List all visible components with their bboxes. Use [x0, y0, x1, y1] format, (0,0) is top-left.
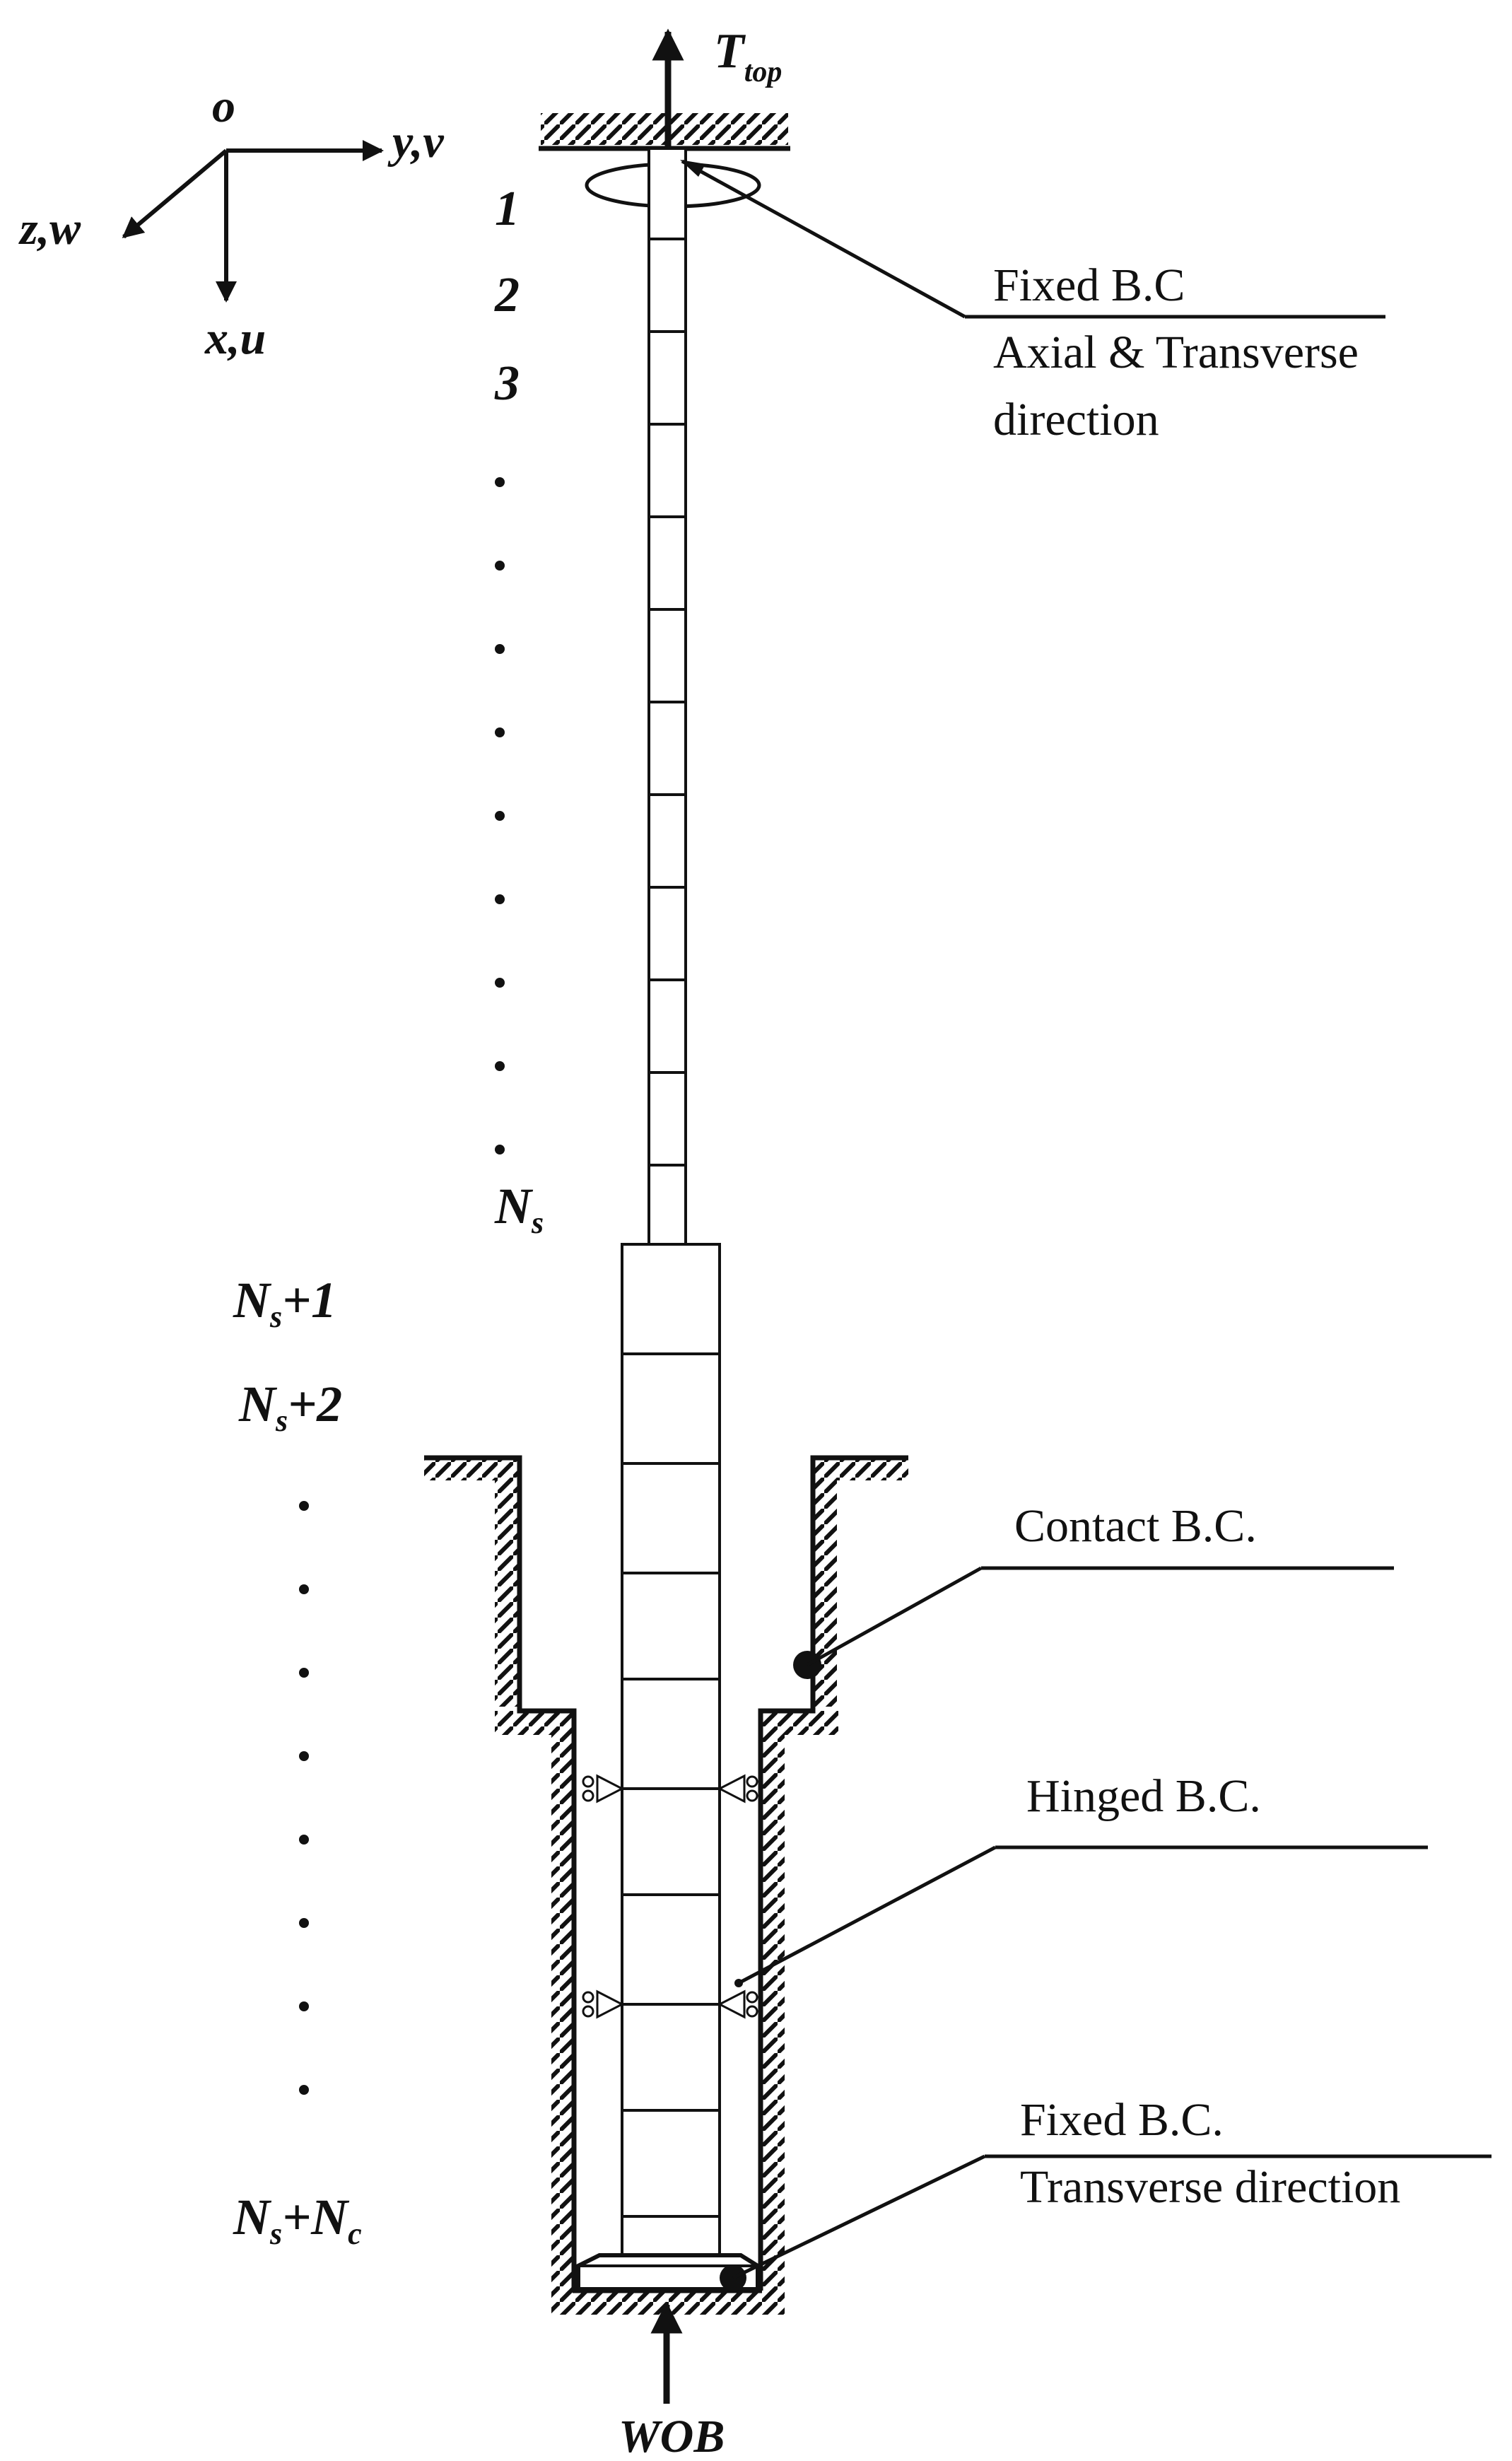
drill-collar-segments: [622, 1352, 720, 2218]
torque-label: Ttop: [714, 24, 782, 88]
drill-collars: [621, 1243, 721, 2257]
drill-bit: [576, 2253, 760, 2291]
hinged-bc-callout: Hinged B.C.: [734, 1770, 1428, 1987]
hinged-bc-text: Hinged B.C.: [1026, 1770, 1261, 1822]
left-surface-hatch: [424, 1456, 520, 1480]
collar-label-ns-plus-2: Ns+2: [238, 1376, 342, 1438]
ellipsis-dot: [495, 1145, 505, 1154]
pipe-ellipsis: [495, 477, 505, 1154]
ellipsis-dot: [495, 1061, 505, 1071]
hinge-support-icon: [717, 1774, 746, 1804]
hinge-roller-icon: [582, 2005, 594, 2018]
left-upper-wall-hatch: [495, 1480, 519, 1707]
bottom-bc-text-line2: Transverse direction: [1020, 2161, 1400, 2213]
top-support-hatch: [541, 113, 788, 145]
hinge-roller-icon: [746, 1789, 758, 1802]
hinge-support-icon: [596, 1989, 625, 2019]
collar-label-ns-plus-1: Ns+1: [233, 1272, 336, 1334]
hinge-roller-icon: [582, 1991, 594, 2004]
wob-label: WOB: [619, 2411, 725, 2461]
contact-bc-leader: [806, 1566, 983, 1667]
ellipsis-dot: [495, 727, 505, 737]
ellipsis-dot: [495, 644, 505, 654]
top-bc-leader: [681, 159, 966, 319]
ellipsis-dot: [495, 978, 505, 988]
right-wall-outline: [758, 1455, 908, 2291]
top-bc-leader-arrowhead: [680, 160, 705, 177]
hinge-roller-icon: [746, 1775, 758, 1788]
hinge-roller-icon: [746, 1991, 758, 2004]
bottom-bc-leader: [732, 2154, 986, 2280]
ellipsis-dot: [299, 1918, 309, 1928]
ellipsis-dot: [299, 1751, 309, 1761]
origin-label: o: [212, 81, 235, 132]
hinged-supports: [582, 1774, 758, 2019]
segment-label-ns: Ns: [494, 1178, 544, 1240]
hinge-roller-icon: [582, 1789, 594, 1802]
x-axis-label: x,u: [204, 312, 266, 364]
ellipsis-dot: [299, 1835, 309, 1845]
right-lower-wall-hatch: [761, 1735, 785, 2293]
z-axis-label: z,w: [18, 203, 81, 255]
segment-label-2: 2: [494, 268, 520, 322]
bottom-bc-text-line1: Fixed B.C.: [1020, 2094, 1224, 2146]
top-bc-text-line3: direction: [993, 394, 1159, 445]
ellipsis-dot: [299, 2001, 309, 2011]
drill-pipe: [647, 147, 687, 1246]
ellipsis-dot: [495, 894, 505, 904]
ellipsis-dot: [495, 477, 505, 487]
ellipsis-dot: [299, 1501, 309, 1511]
hinge-roller-icon: [582, 1775, 594, 1788]
top-bc-text-line1: Fixed B.C: [993, 259, 1185, 311]
hinge-support-icon: [596, 1774, 625, 1804]
hinge-support-icon: [717, 1989, 746, 2019]
weight-on-bit: WOB: [619, 2301, 725, 2461]
segment-labels: 1 2 3 Ns Ns+1 Ns+2 Ns+Nc: [233, 182, 544, 2251]
y-axis-label: y,v: [387, 116, 444, 168]
hinged-bc-leader: [737, 1845, 997, 1985]
top-bc-text-line2: Axial & Transverse: [993, 327, 1359, 378]
bottom-bc-callout: Fixed B.C. Transverse direction: [732, 2094, 1492, 2280]
hinge-roller-icon: [746, 2005, 758, 2018]
drill-pipe-segments: [649, 238, 686, 1167]
left-lower-wall-hatch: [551, 1735, 575, 2293]
collar-label-ns-plus-nc: Ns+Nc: [233, 2189, 362, 2251]
ellipsis-dot: [495, 561, 505, 571]
top-fixed-support: [539, 113, 790, 151]
ellipsis-dot: [495, 811, 505, 821]
coordinate-axes: o y,v z,w x,u: [18, 81, 444, 364]
drill-pipe-body: [647, 147, 687, 1246]
left-wall-outline: [424, 1455, 577, 2291]
ellipsis-dot: [299, 2085, 309, 2095]
drill-collar-body: [621, 1243, 721, 2257]
contact-bc-text: Contact B.C.: [1014, 1500, 1257, 1552]
ellipsis-dot: [299, 1668, 309, 1678]
right-step-hatch: [761, 1711, 838, 1735]
right-surface-hatch: [813, 1456, 908, 1480]
contact-bc-callout: Contact B.C.: [793, 1500, 1394, 1679]
ellipsis-dot: [299, 1584, 309, 1594]
collar-ellipsis: [299, 1501, 309, 2095]
left-step-hatch: [495, 1711, 573, 1735]
segment-label-1: 1: [495, 182, 520, 236]
z-axis-arrow: [122, 148, 228, 239]
top-bc-callout: Fixed B.C Axial & Transverse direction: [680, 159, 1385, 445]
segment-label-3: 3: [494, 356, 520, 411]
